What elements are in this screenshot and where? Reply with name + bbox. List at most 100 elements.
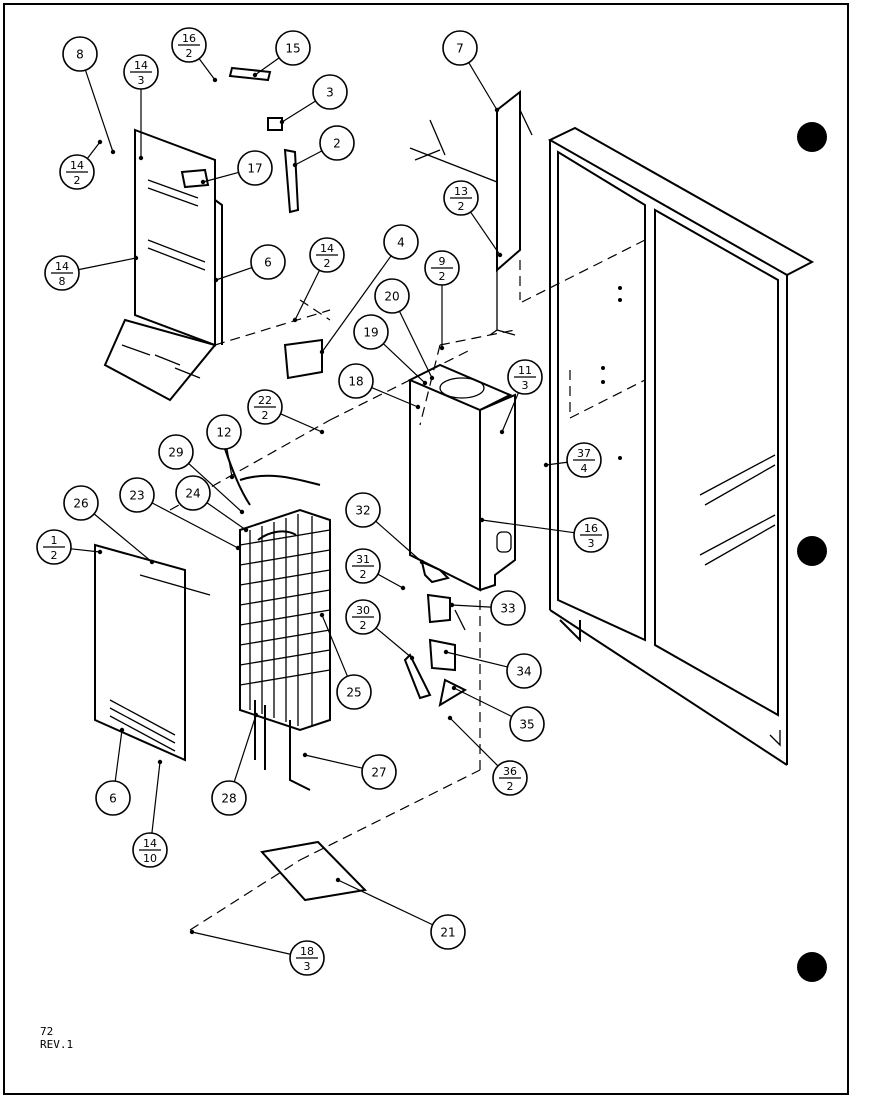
leader-line <box>114 729 123 782</box>
callout-6a: 6 <box>213 244 286 283</box>
leader-target-dot <box>543 462 549 468</box>
leader-target-dot <box>419 559 425 565</box>
leader-target-dot <box>422 380 428 386</box>
callout-3: 3 <box>279 74 348 125</box>
callout-quantity: 10 <box>143 852 157 865</box>
callout-number: 33 <box>500 602 515 616</box>
leader-line <box>382 343 426 384</box>
callout-22-2: 222 <box>247 389 325 435</box>
callout-36-2: 362 <box>447 715 528 796</box>
callout-quantity: 2 <box>324 257 331 270</box>
callout-number: 12 <box>216 426 231 440</box>
leader-line <box>398 311 433 379</box>
callout-circle <box>250 244 286 280</box>
leader-target-dot <box>149 559 155 565</box>
leader-target-dot <box>302 752 308 758</box>
callout-number: 21 <box>440 926 455 940</box>
callout-quantity: 2 <box>360 568 367 581</box>
callout-21: 21 <box>335 877 466 950</box>
callout-12: 12 <box>206 414 242 480</box>
callout-quantity: 3 <box>138 74 145 87</box>
callout-11-3: 113 <box>499 359 543 435</box>
callout-circle <box>95 780 131 816</box>
punch-hole-bottom <box>797 952 827 982</box>
callout-16-3: 163 <box>479 517 609 553</box>
punch-hole-middle <box>797 536 827 566</box>
callout-part-number: 37 <box>577 447 591 460</box>
leader-line <box>198 58 216 81</box>
callout-circle <box>63 485 99 521</box>
callout-number: 6 <box>109 792 117 806</box>
callout-number: 25 <box>346 686 361 700</box>
callout-number: 2 <box>333 137 341 151</box>
callout-4: 4 <box>319 224 419 355</box>
leader-target-dot <box>212 77 218 83</box>
callout-2: 2 <box>292 125 355 168</box>
leader-line <box>375 520 423 563</box>
leader-line <box>226 448 233 478</box>
callout-circle <box>319 125 355 161</box>
leader-line <box>86 141 101 159</box>
leader-line <box>468 62 498 111</box>
leader-target-dot <box>494 107 500 113</box>
evaporator-cover-panel <box>103 128 331 402</box>
leader-target-dot <box>319 612 325 618</box>
leader-target-dot <box>319 429 325 435</box>
callout-circle <box>383 224 419 260</box>
callout-part-number: 14 <box>143 837 157 850</box>
callout-circle <box>374 278 410 314</box>
callout-circle <box>158 434 194 470</box>
leader-target-dot <box>110 149 116 155</box>
callout-number: 18 <box>348 375 363 389</box>
callout-number: 4 <box>397 236 405 250</box>
callout-quantity: 3 <box>588 537 595 550</box>
callout-quantity: 2 <box>360 619 367 632</box>
callout-quantity: 3 <box>522 379 529 392</box>
callout-15: 15 <box>252 30 311 78</box>
leader-target-dot <box>229 474 235 480</box>
callout-number: 28 <box>221 792 236 806</box>
callout-number: 24 <box>185 487 200 501</box>
punch-hole-top <box>797 122 827 152</box>
callout-8: 8 <box>62 36 116 155</box>
leader-target-dot <box>97 549 103 555</box>
callout-circle <box>62 36 98 72</box>
revision-label: REV.1 <box>40 1038 73 1051</box>
leader-target-dot <box>400 585 406 591</box>
leader-line <box>371 387 419 408</box>
leader-target-dot <box>479 517 485 523</box>
callout-14-3: 143 <box>123 54 159 161</box>
leader-line <box>377 573 404 589</box>
leader-line <box>453 687 513 718</box>
callout-number: 19 <box>363 326 378 340</box>
callout-part-number: 14 <box>134 59 148 72</box>
page-number: 72 <box>40 1025 53 1038</box>
callout-part-number: 22 <box>258 394 272 407</box>
callout-quantity: 2 <box>74 174 81 187</box>
callout-circle <box>345 492 381 528</box>
callout-circle <box>509 706 545 742</box>
callout-number: 7 <box>456 42 464 56</box>
callout-circle <box>361 754 397 790</box>
leader-line <box>70 548 101 553</box>
leader-target-dot <box>497 252 503 258</box>
lower-access-panel <box>94 543 211 762</box>
leader-target-dot <box>451 685 457 691</box>
callout-part-number: 18 <box>300 945 314 958</box>
leader-line <box>501 392 519 433</box>
leader-line <box>280 413 323 433</box>
leader-line <box>294 269 321 321</box>
callout-17: 17 <box>200 150 273 186</box>
leader-target-dot <box>133 255 139 261</box>
callout-part-number: 16 <box>584 522 598 535</box>
leader-line <box>93 513 153 563</box>
callout-part-number: 14 <box>70 159 84 172</box>
callout-33: 33 <box>449 590 526 626</box>
callout-26: 26 <box>63 485 155 565</box>
leader-target-dot <box>235 545 241 551</box>
leader-line <box>215 266 253 281</box>
callout-part-number: 13 <box>454 185 468 198</box>
callout-32: 32 <box>345 492 425 565</box>
callout-quantity: 2 <box>458 200 465 213</box>
leader-line <box>375 627 413 659</box>
